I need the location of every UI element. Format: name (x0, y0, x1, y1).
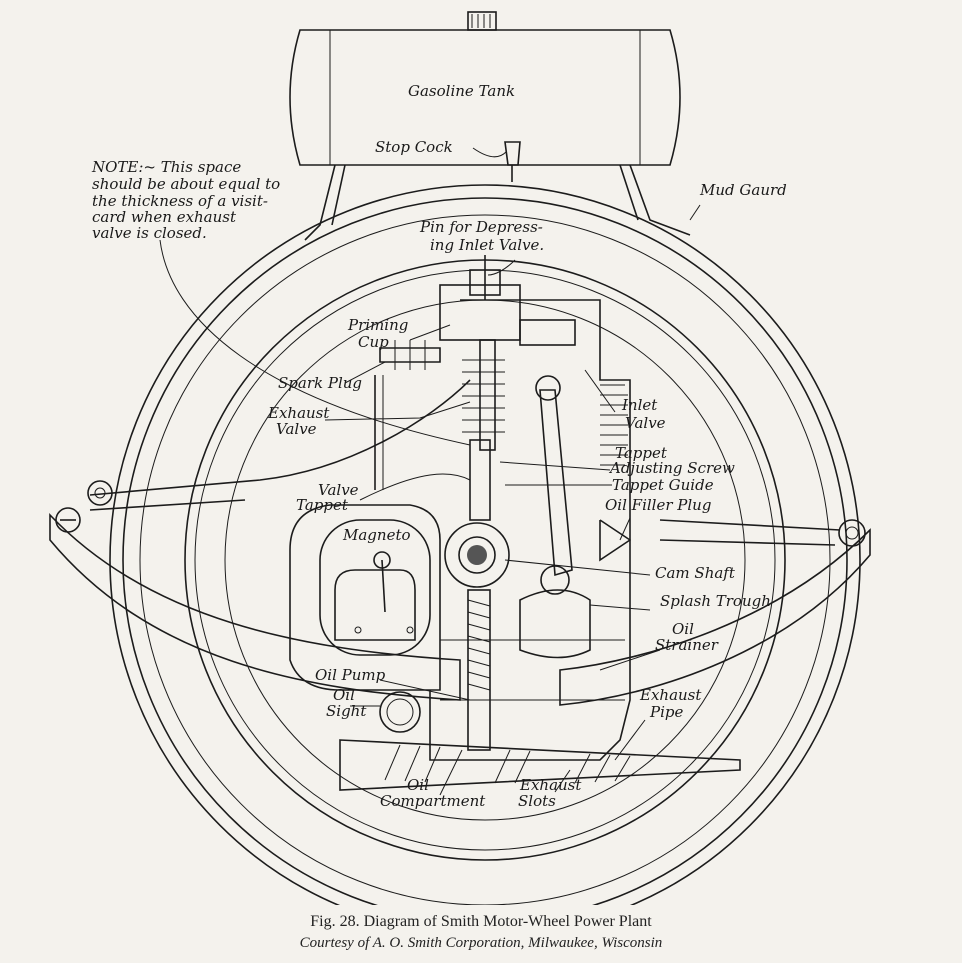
leader-lines (159, 147, 701, 796)
note-line-5: valve is closed. (92, 224, 207, 242)
note-line-4: card when exhaust (92, 208, 237, 226)
label-spark-plug: Spark Plug (278, 374, 362, 392)
label-pin-line-2: ing Inlet Valve. (430, 236, 544, 254)
frame (49, 375, 871, 706)
label-exhaust-slots-2: Slots (518, 792, 556, 810)
label-inlet-valve-2: Valve (625, 414, 666, 432)
exhaust-pipe (339, 739, 741, 791)
label-oil-strainer-2: Strainer (655, 636, 719, 654)
label-magneto: Magneto (342, 526, 411, 544)
label-exhaust-pipe-2: Pipe (649, 703, 683, 721)
label-exhaust-valve-2: Valve (276, 420, 317, 438)
label-oil-compartment-2: Compartment (380, 792, 486, 810)
label-exhaust-slots-1: Exhaust (519, 776, 582, 794)
label-exhaust-valve-1: Exhaust (267, 404, 330, 422)
label-stop-cock: Stop Cock (375, 138, 453, 156)
label-priming-cup-1: Priming (347, 316, 408, 334)
label-oil-filler-plug: Oil Filler Plug (605, 496, 711, 514)
label-cam-shaft: Cam Shaft (655, 564, 736, 582)
label-oil-sight-2: Sight (326, 702, 367, 720)
label-tappet-guide: Tappet Guide (612, 476, 714, 494)
power-plant-diagram: Gasoline Tank Stop Cock NOTE:~ This spac… (49, 11, 871, 905)
label-exhaust-pipe-1: Exhaust (639, 686, 702, 704)
label-valve-tappet-2: Tappet (296, 496, 349, 514)
label-mud-guard: Mud Gaurd (699, 181, 787, 199)
label-tappet-adj-2: Adjusting Screw (608, 459, 735, 477)
note-line-1: NOTE:~ This space (91, 158, 241, 176)
note-line-2: should be about equal to (92, 175, 280, 193)
gasoline-tank (289, 11, 691, 241)
label-inlet-valve-1: Inlet (621, 396, 658, 414)
figure-credit: Courtesy of A. O. Smith Corporation, Mil… (299, 935, 663, 951)
label-oil-strainer-1: Oil (672, 620, 694, 638)
label-pin-line-1: Pin for Depress- (419, 218, 543, 236)
note-line-3: the thickness of a visit- (92, 192, 268, 210)
engine (289, 255, 631, 761)
label-oil-compartment-1: Oil (407, 776, 429, 794)
label-tappet-adj-1: Tappet (615, 444, 668, 462)
labels: Gasoline Tank Stop Cock NOTE:~ This spac… (91, 82, 787, 810)
label-oil-pump: Oil Pump (315, 666, 386, 684)
figure-caption: Fig. 28. Diagram of Smith Motor-Wheel Po… (310, 913, 652, 930)
label-splash-trough: Splash Trough (660, 592, 771, 610)
label-valve-tappet-1: Valve (318, 481, 359, 499)
label-gasoline-tank: Gasoline Tank (408, 82, 515, 100)
label-priming-cup-2: Cup (358, 333, 389, 351)
label-oil-sight-1: Oil (333, 686, 355, 704)
